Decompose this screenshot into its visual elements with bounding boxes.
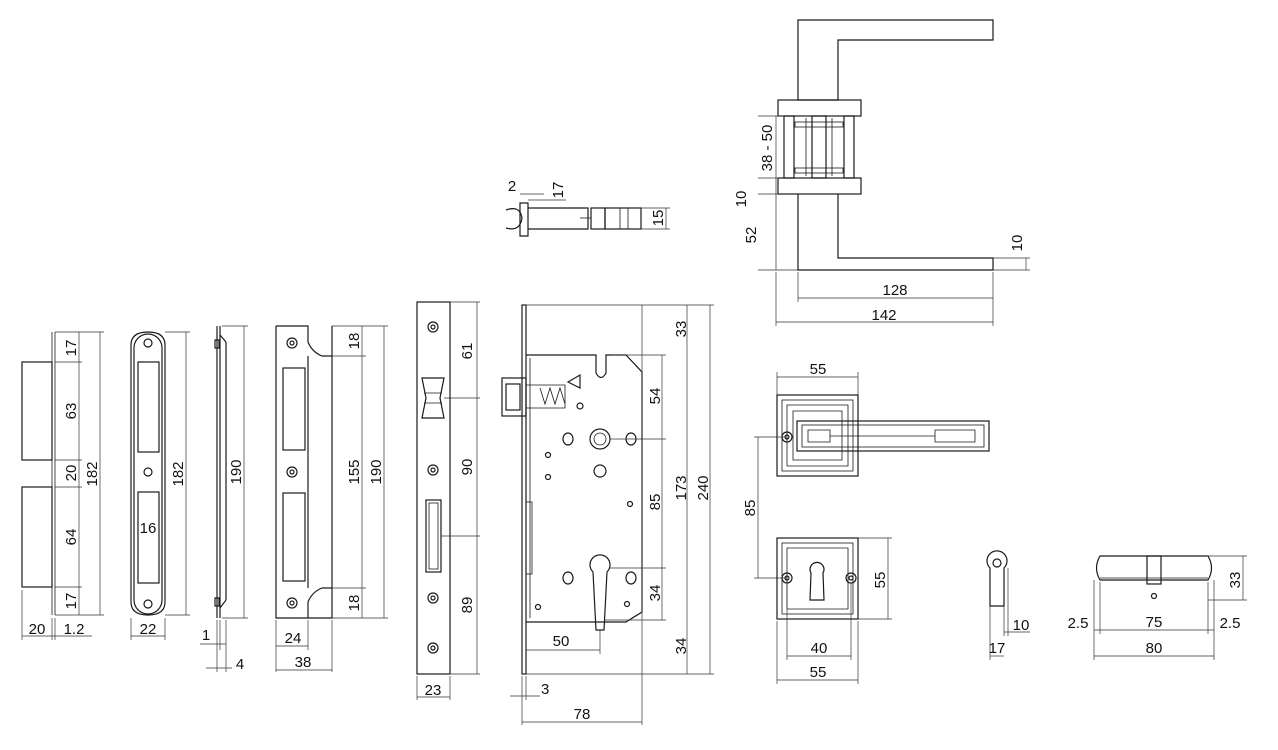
dim-33-cylinder: 33 <box>1227 572 1244 589</box>
dim-10-handle: 10 <box>733 191 750 208</box>
dim-2: 2 <box>508 178 516 195</box>
dim-18-bottom: 18 <box>346 595 363 612</box>
dim-55-escutcheon-bottom: 55 <box>810 664 827 681</box>
dim-38-50: 38 - 50 <box>759 125 776 172</box>
dim-155: 155 <box>346 459 363 484</box>
dim-85-handle: 85 <box>742 500 759 517</box>
dim-142: 142 <box>871 307 896 324</box>
dim-22: 22 <box>140 621 157 638</box>
dim-173: 173 <box>673 475 690 500</box>
latch-detail: 2 17 15 <box>505 178 670 237</box>
dim-190-strike: 190 <box>368 459 385 484</box>
dim-182-plate: 182 <box>170 461 187 486</box>
dim-17-top: 17 <box>63 340 80 357</box>
dim-80: 80 <box>1146 640 1163 657</box>
dim-4: 4 <box>236 656 244 673</box>
dim-17-latch: 17 <box>550 182 567 199</box>
dim-190-side: 190 <box>228 459 245 484</box>
mortise-lock-body: 33 54 85 173 240 34 34 50 3 78 <box>501 304 714 725</box>
dim-10-right: 10 <box>1009 235 1026 252</box>
escutcheon-front: 55 40 55 <box>776 537 892 684</box>
dim-17-bottom: 17 <box>63 593 80 610</box>
dim-10-cylinder: 10 <box>1013 617 1030 634</box>
euro-cylinder: 33 2.5 75 2.5 80 <box>1068 555 1247 660</box>
dim-55-rose: 55 <box>810 361 827 378</box>
dim-52: 52 <box>743 227 760 244</box>
dim-width-1-2: 1.2 <box>64 621 85 638</box>
cylinder-profile: 10 17 <box>986 550 1030 660</box>
handle-rose-front: 55 85 <box>742 361 990 579</box>
strike-plate-side: 190 1 4 <box>200 325 248 673</box>
dim-128: 128 <box>882 282 907 299</box>
dim-55-escutcheon-right: 55 <box>872 572 889 589</box>
dim-18-top: 18 <box>346 333 363 350</box>
box-strike-plate: 18 155 190 18 24 38 <box>275 325 388 672</box>
dim-3: 3 <box>541 681 549 698</box>
lock-faceplate-front: 61 90 89 23 <box>416 301 480 700</box>
dim-38: 38 <box>295 654 312 671</box>
dim-2-5-right: 2.5 <box>1220 615 1241 632</box>
dim-61: 61 <box>459 343 476 360</box>
dim-90: 90 <box>459 459 476 476</box>
strike-strip-side-view: 17 63 20 64 17 182 20 1.2 <box>21 331 104 640</box>
dim-240: 240 <box>695 475 712 500</box>
dim-34-a: 34 <box>647 585 664 602</box>
dim-85-body: 85 <box>647 494 664 511</box>
dim-40: 40 <box>811 640 828 657</box>
dim-63: 63 <box>63 403 80 420</box>
lever-handle-side: 38 - 50 10 52 10 128 142 <box>733 19 1030 326</box>
dim-15: 15 <box>650 210 667 227</box>
dim-33: 33 <box>673 321 690 338</box>
dim-width-20: 20 <box>29 621 46 638</box>
dim-89: 89 <box>459 597 476 614</box>
dim-64: 64 <box>63 529 80 546</box>
dim-2-5-left: 2.5 <box>1068 615 1089 632</box>
dim-24: 24 <box>285 630 302 647</box>
dim-34-b: 34 <box>673 638 690 655</box>
dim-78: 78 <box>574 706 591 723</box>
dim-1: 1 <box>202 627 210 644</box>
dim-17-cylinder: 17 <box>989 640 1006 657</box>
strike-plate-front: 182 16 22 <box>130 331 190 640</box>
dim-20: 20 <box>63 465 80 482</box>
dim-54: 54 <box>647 388 664 405</box>
dim-75: 75 <box>1146 614 1163 631</box>
dim-50: 50 <box>553 633 570 650</box>
dim-23: 23 <box>425 682 442 699</box>
dim-16: 16 <box>140 520 157 537</box>
dim-182: 182 <box>84 461 101 486</box>
